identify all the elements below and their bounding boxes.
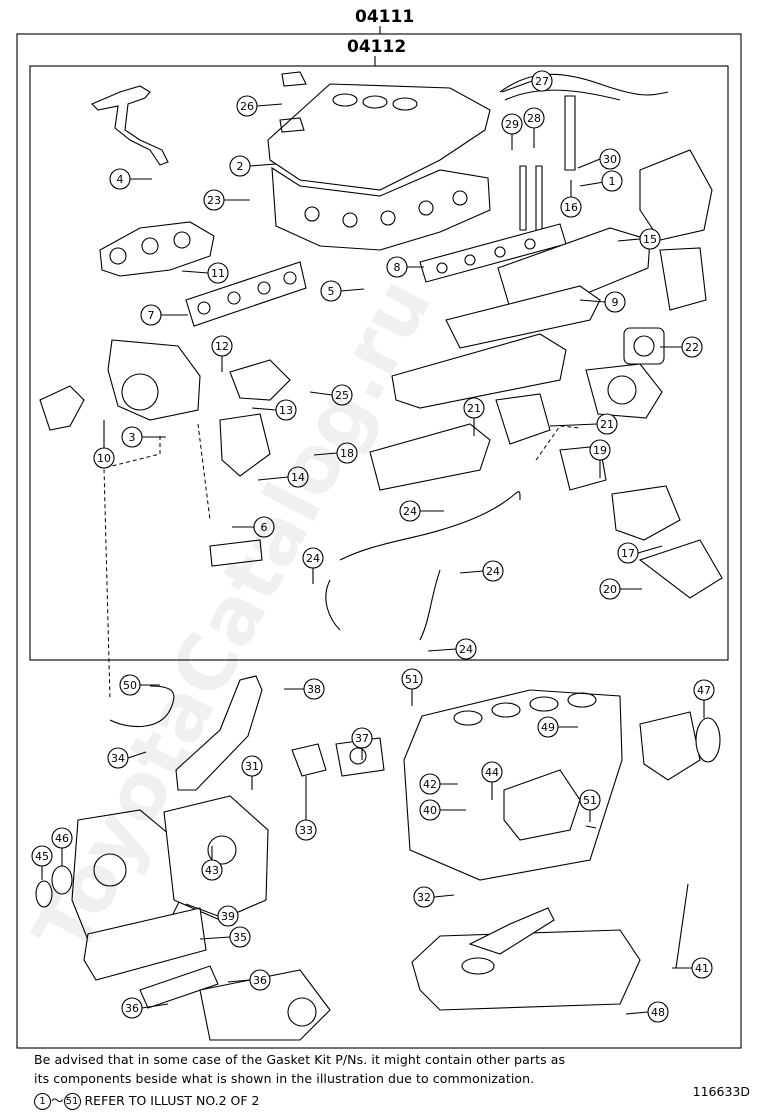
callout-7: 7 xyxy=(148,309,155,322)
callout-1: 1 xyxy=(609,175,616,188)
callout-13: 13 xyxy=(279,404,293,417)
callout-37: 37 xyxy=(355,732,369,745)
callout-20: 20 xyxy=(603,583,617,596)
ref-to-circle: 51 xyxy=(63,1093,81,1110)
callout-19: 19 xyxy=(593,444,607,457)
callout-44: 44 xyxy=(485,766,499,779)
callout-33: 33 xyxy=(299,824,313,837)
ref-text: REFER TO ILLUST NO.2 OF 2 xyxy=(84,1093,260,1108)
ref-from-circle: 1 xyxy=(34,1093,51,1110)
callout-51b: 51 xyxy=(583,794,597,807)
refer-line: 1～51 REFER TO ILLUST NO.2 OF 2 xyxy=(34,1090,260,1110)
callout-40: 40 xyxy=(423,804,437,817)
callout-16: 16 xyxy=(564,201,578,214)
callout-41: 41 xyxy=(695,962,709,975)
callout-18: 18 xyxy=(340,447,354,460)
callout-31: 31 xyxy=(245,760,259,773)
inner-kit-frame xyxy=(29,65,729,661)
callout-8: 8 xyxy=(394,261,401,274)
callout-50: 50 xyxy=(123,679,137,692)
illustration-id: 116633D xyxy=(692,1084,750,1099)
callout-12: 12 xyxy=(215,340,229,353)
callout-24d: 24 xyxy=(459,643,473,656)
outer-kit-number: 04111 xyxy=(355,7,414,27)
callout-10: 10 xyxy=(97,452,111,465)
callout-39: 39 xyxy=(221,910,235,923)
callout-28: 28 xyxy=(527,112,541,125)
callout-34: 34 xyxy=(111,752,125,765)
callout-36b: 36 xyxy=(125,1002,139,1015)
callout-5: 5 xyxy=(328,285,335,298)
inner-kit-number: 04112 xyxy=(347,37,406,57)
callout-26: 26 xyxy=(240,100,254,113)
callout-14: 14 xyxy=(291,471,305,484)
callout-22: 22 xyxy=(685,341,699,354)
callout-36a: 36 xyxy=(253,974,267,987)
callout-38: 38 xyxy=(307,683,321,696)
callout-15: 15 xyxy=(643,233,657,246)
callout-49: 49 xyxy=(541,721,555,734)
callout-9: 9 xyxy=(612,296,619,309)
callout-30: 30 xyxy=(603,153,617,166)
outer-kit-frame xyxy=(16,33,742,1049)
callout-51a: 51 xyxy=(405,673,419,686)
callout-42: 42 xyxy=(423,778,437,791)
callout-25: 25 xyxy=(335,389,349,402)
callout-21b: 21 xyxy=(600,418,614,431)
callout-24b: 24 xyxy=(306,552,320,565)
upper-part-sketches xyxy=(39,71,723,701)
callout-29: 29 xyxy=(505,118,519,131)
callouts: 1 2 3 4 5 6 7 8 9 10 xyxy=(31,70,715,1023)
callout-27: 27 xyxy=(535,75,549,88)
callout-32: 32 xyxy=(417,891,431,904)
callout-3: 3 xyxy=(129,431,136,444)
callout-24a: 24 xyxy=(403,505,417,518)
callout-35: 35 xyxy=(233,931,247,944)
callout-43: 43 xyxy=(205,864,219,877)
callout-21a: 21 xyxy=(467,402,481,415)
callout-11: 11 xyxy=(211,267,225,280)
footer-note-line2: its components beside what is shown in t… xyxy=(34,1071,535,1086)
lower-part-sketches xyxy=(35,675,721,1041)
callout-47: 47 xyxy=(697,684,711,697)
callout-4: 4 xyxy=(117,173,124,186)
callout-45: 45 xyxy=(35,850,49,863)
callout-24c: 24 xyxy=(486,565,500,578)
callout-48: 48 xyxy=(651,1006,665,1019)
callout-6: 6 xyxy=(261,521,268,534)
callout-2: 2 xyxy=(237,160,244,173)
callout-46: 46 xyxy=(55,832,69,845)
callout-17: 17 xyxy=(621,547,635,560)
footer-note-line1: Be advised that in some case of the Gask… xyxy=(34,1052,566,1067)
ref-tilde: ～ xyxy=(51,1093,64,1108)
callout-23: 23 xyxy=(207,194,221,207)
